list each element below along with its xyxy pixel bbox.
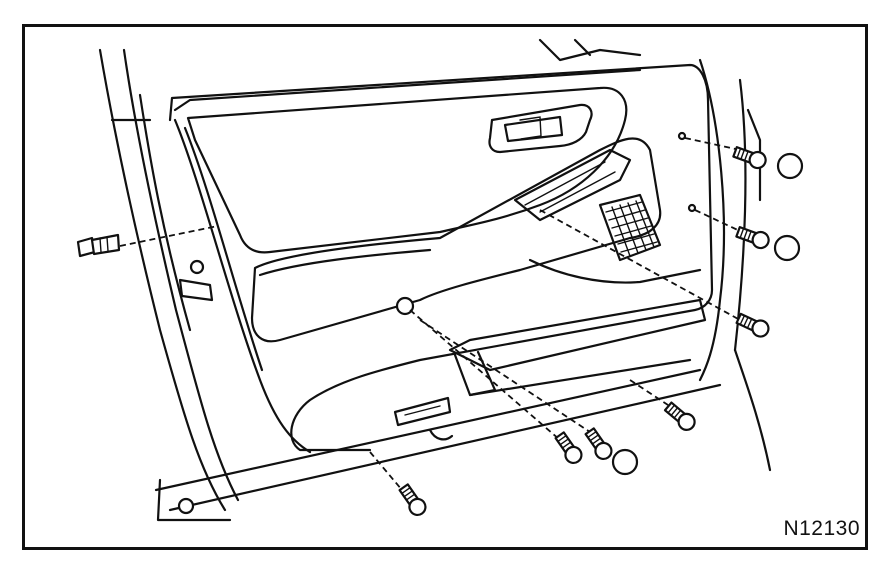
screw-caps: [611, 152, 804, 476]
screw-cap: [776, 152, 804, 180]
screw-cap: [773, 234, 801, 262]
clip: [76, 233, 121, 258]
panel-hole: [687, 203, 697, 213]
frame-hole: [177, 497, 195, 515]
screw: [398, 483, 427, 517]
screw: [735, 312, 770, 338]
figure-code: N12130: [783, 517, 860, 540]
panel-hole: [395, 296, 415, 316]
panel-hole: [677, 131, 687, 141]
screw: [584, 427, 613, 461]
frame-hole: [189, 259, 205, 275]
screw: [554, 431, 583, 465]
diagram-frame: [22, 24, 868, 550]
screw: [663, 401, 696, 431]
screw: [732, 146, 767, 170]
door-frame: [98, 38, 772, 522]
screw-cap: [611, 448, 639, 476]
trim-panel: [168, 63, 714, 454]
install-lines: [119, 137, 743, 491]
screw: [735, 226, 770, 250]
speaker-grille: [605, 200, 658, 257]
